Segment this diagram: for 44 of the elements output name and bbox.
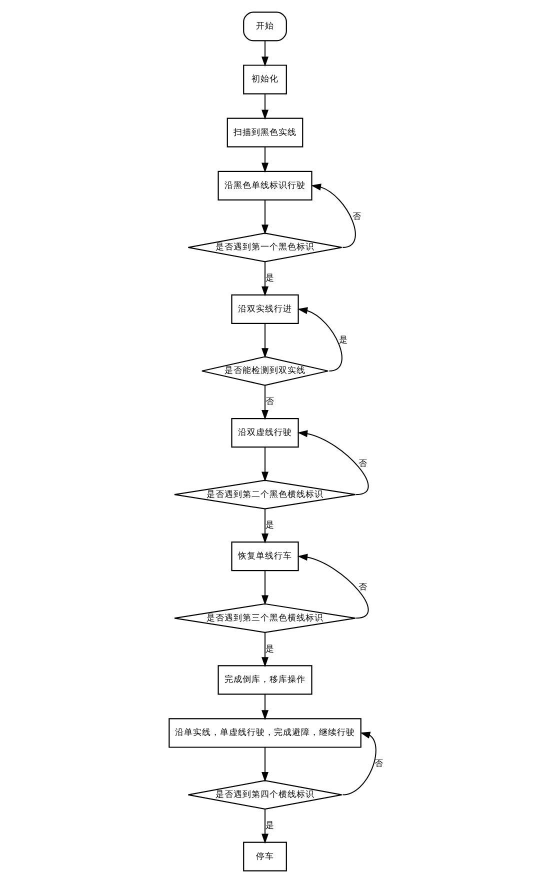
- arrow: [262, 694, 269, 720]
- node-box: 沿单实线，单虚线行驶，完成避障，继续行驶: [168, 718, 362, 748]
- node-box: 恢复单线行车: [231, 542, 299, 572]
- node-box: 沿双实线行进: [231, 294, 299, 324]
- arrow: [262, 447, 269, 482]
- arrow: [262, 40, 269, 67]
- arrow: [262, 94, 269, 120]
- arrow: [311, 184, 356, 248]
- node-diamond: 是否遇到第二个黑色横线标识: [174, 480, 356, 510]
- arrow: [262, 262, 269, 296]
- arrow: [262, 200, 269, 235]
- node-box: 开始: [243, 12, 287, 42]
- edge-label: 否: [358, 458, 368, 469]
- edge-label: 否: [374, 759, 384, 770]
- edge-label: 否: [352, 212, 362, 222]
- arrow: [262, 385, 269, 420]
- arrow: [298, 307, 342, 372]
- node-diamond: 是否遇到第一个黑色标识: [188, 232, 342, 262]
- arrow: [262, 509, 269, 544]
- arrow: [262, 146, 269, 173]
- arrow: [262, 809, 269, 844]
- node-box: 完成倒库，移库操作: [218, 665, 312, 695]
- arrow: [298, 554, 369, 619]
- node-box: 扫描到黑色实线: [226, 118, 304, 148]
- node-diamond: 是否遇到第三个黑色横线标识: [174, 603, 356, 633]
- arrow: [262, 747, 269, 782]
- arrow: [262, 570, 269, 606]
- node-box: 停车: [243, 842, 287, 872]
- edge-label: 是: [265, 644, 274, 654]
- arrow: [298, 430, 369, 496]
- edge-label: 否: [358, 582, 368, 592]
- edge-label: 否: [265, 397, 274, 408]
- arrow: [262, 632, 269, 668]
- node-diamond: 是否遇到第四个横线标识: [188, 780, 342, 810]
- node-box: 沿双虚线行驶: [231, 418, 299, 448]
- node-diamond: 是否能检测到双实线: [201, 356, 329, 386]
- edge-label: 是: [265, 820, 274, 831]
- node-box: 初始化: [243, 64, 287, 94]
- edge-label: 是: [265, 520, 274, 531]
- edge-label: 是: [338, 335, 348, 346]
- arrow: [342, 732, 376, 796]
- node-box: 沿黑色单线标识行驶: [218, 170, 312, 200]
- arrow: [262, 324, 269, 358]
- edge-label: 是: [265, 274, 274, 284]
